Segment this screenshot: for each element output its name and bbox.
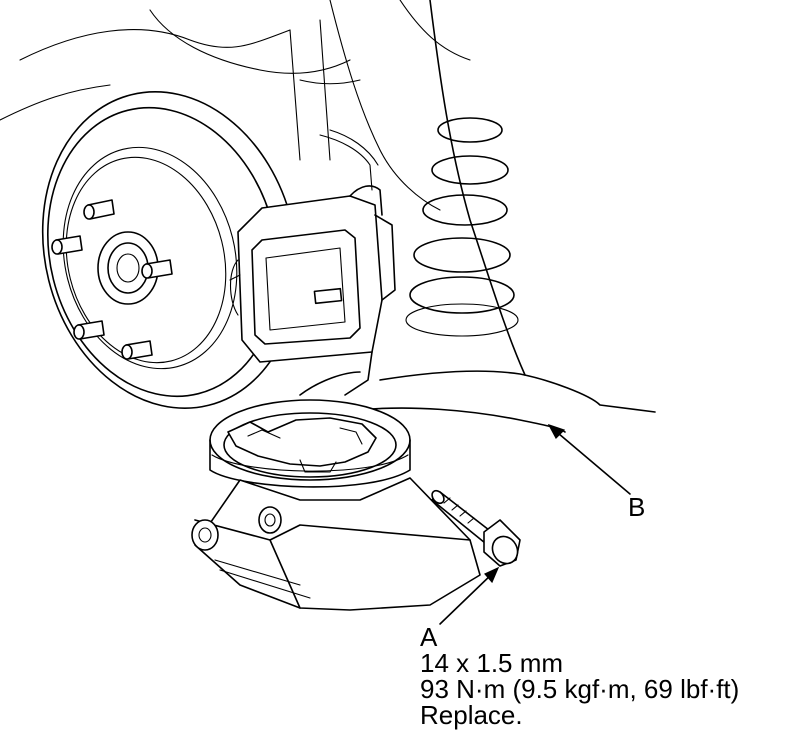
- brake-caliper: [230, 186, 395, 362]
- body-contours: [0, 0, 525, 375]
- callout-leaders: [440, 425, 630, 624]
- replace-note-text: Replace.: [420, 700, 523, 730]
- jack-saddle: [210, 400, 410, 487]
- floor-jack: [192, 478, 480, 610]
- callout-label-a: A: [420, 622, 438, 652]
- mounting-bolt: [430, 488, 523, 568]
- callout-a-block: A 14 x 1.5 mm 93 N·m (9.5 kgf·m, 69 lbf·…: [420, 624, 739, 728]
- coil-spring: [406, 118, 518, 336]
- wheel-studs: [52, 200, 172, 359]
- callout-label-b: B: [628, 492, 646, 522]
- bolt-size-text: 14 x 1.5 mm: [420, 648, 564, 678]
- torque-spec-text: 93 N·m (9.5 kgf·m, 69 lbf·ft): [420, 674, 740, 704]
